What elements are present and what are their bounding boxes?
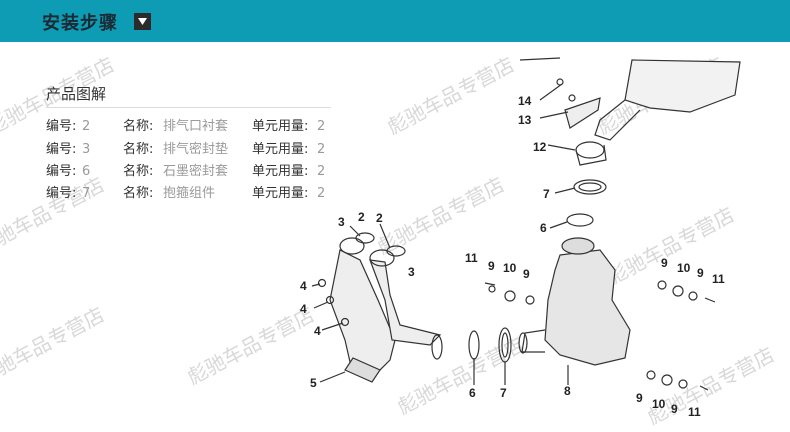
callout-label: 10 bbox=[503, 261, 517, 275]
callout-label: 7 bbox=[543, 187, 550, 201]
callout-label: 11 bbox=[688, 405, 701, 419]
part-qty-label: 单元用量: bbox=[252, 119, 309, 134]
header-bar: 安装步骤 bbox=[0, 0, 790, 42]
part-qty: 2 bbox=[317, 142, 326, 157]
callout-label: 8 bbox=[564, 384, 571, 398]
callout-label: 2 bbox=[376, 211, 383, 225]
part-number: 6 bbox=[82, 164, 91, 179]
callout-label: 4 bbox=[300, 302, 307, 316]
part-name-label: 名称: bbox=[123, 119, 154, 134]
part-qty: 2 bbox=[317, 186, 326, 201]
part-qty-label: 单元用量: bbox=[252, 186, 309, 201]
callout-label: 3 bbox=[408, 265, 415, 279]
part-number-label: 编号: bbox=[46, 186, 77, 201]
part-qty: 2 bbox=[317, 119, 326, 134]
callout-label: 10 bbox=[677, 261, 691, 275]
callout-label: 9 bbox=[697, 266, 704, 280]
part-name: 抱箍组件 bbox=[163, 186, 216, 201]
part-number-label: 编号: bbox=[46, 142, 77, 157]
part-qty-label: 单元用量: bbox=[252, 164, 309, 179]
exhaust-exploded-diagram: 14 13 12 7 6 3 2 2 3 4 4 4 5 11 10 9 9 6… bbox=[300, 57, 741, 419]
part-number: 2 bbox=[82, 119, 91, 134]
callout-label: 5 bbox=[310, 376, 317, 390]
page-title: 安装步骤 bbox=[42, 13, 118, 34]
callout-label: 10 bbox=[652, 397, 666, 411]
callout-label: 12 bbox=[533, 140, 547, 154]
callout-label: 14 bbox=[518, 94, 532, 108]
part-name: 石墨密封套 bbox=[163, 164, 229, 179]
part-name: 排气口衬套 bbox=[163, 119, 229, 134]
part-qty-label: 单元用量: bbox=[252, 142, 309, 157]
diagram-callouts: 14 13 12 7 6 3 2 2 3 4 4 4 5 11 10 9 9 6… bbox=[300, 94, 725, 419]
callout-label: 9 bbox=[523, 267, 530, 281]
part-number-label: 编号: bbox=[46, 164, 77, 179]
part-name-label: 名称: bbox=[123, 164, 154, 179]
divider bbox=[46, 107, 331, 108]
part-name-label: 名称: bbox=[123, 186, 154, 201]
part-number: 7 bbox=[82, 186, 91, 201]
callout-label: 6 bbox=[540, 221, 547, 235]
callout-label: 2 bbox=[358, 210, 365, 224]
callout-label: 9 bbox=[488, 259, 495, 273]
triangle-down-icon[interactable] bbox=[134, 13, 151, 30]
callout-label: 9 bbox=[671, 402, 678, 416]
part-number: 3 bbox=[82, 142, 91, 157]
watermark: 彪驰车品专营店 bbox=[0, 302, 109, 390]
callout-label: 9 bbox=[636, 391, 643, 405]
callout-label: 3 bbox=[338, 215, 345, 229]
callout-label: 6 bbox=[469, 386, 476, 400]
callout-label: 13 bbox=[518, 113, 532, 127]
watermark: 彪驰车品专营店 bbox=[0, 172, 109, 260]
part-qty: 2 bbox=[317, 164, 326, 179]
part-name: 排气密封垫 bbox=[163, 142, 229, 157]
callout-label: 11 bbox=[712, 272, 725, 286]
part-number-label: 编号: bbox=[46, 119, 77, 134]
callout-label: 11 bbox=[465, 251, 478, 265]
callout-label: 4 bbox=[300, 279, 307, 293]
section-title: 产品图解 bbox=[46, 85, 107, 103]
callout-label: 7 bbox=[500, 386, 507, 400]
callout-label: 9 bbox=[661, 256, 668, 270]
part-name-label: 名称: bbox=[123, 142, 154, 157]
callout-label: 4 bbox=[314, 324, 321, 338]
diagram-drawing bbox=[311, 57, 741, 391]
